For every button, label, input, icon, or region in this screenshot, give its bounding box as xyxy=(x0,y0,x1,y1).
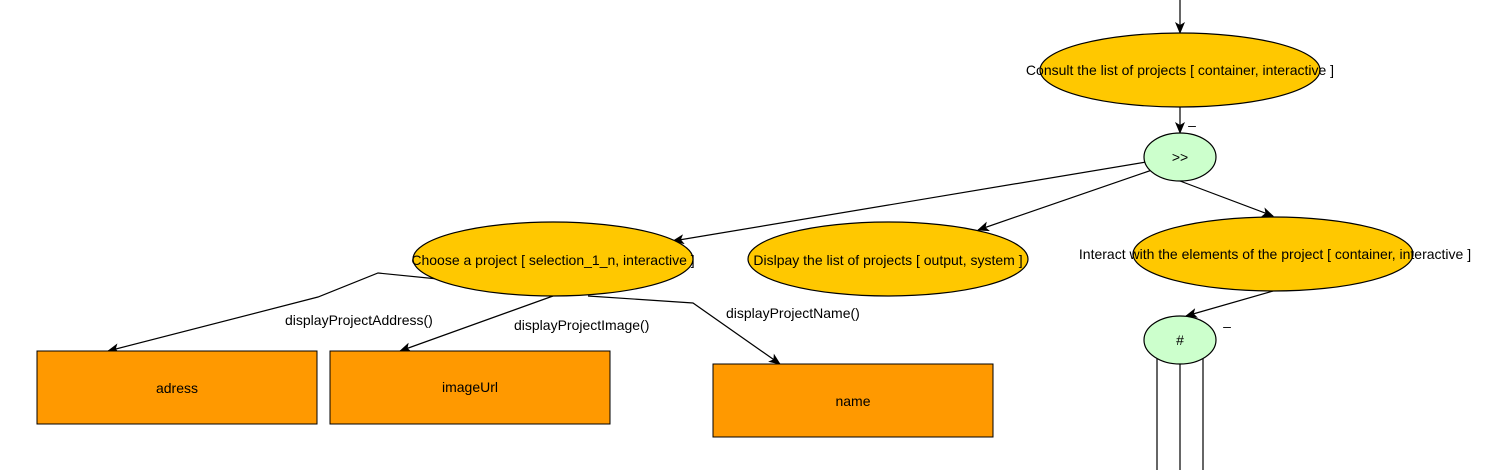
operator-symbol: # xyxy=(1176,332,1184,348)
operator-ellipse xyxy=(1143,315,1217,365)
attribute-box xyxy=(36,350,318,425)
operator-marker: – xyxy=(1188,117,1196,133)
attribute-image-url[interactable]: imageUrl xyxy=(329,350,611,425)
edges xyxy=(107,0,1274,470)
task-label: Interact with the elements of the projec… xyxy=(1079,246,1471,262)
attribute-label: name xyxy=(835,393,870,409)
operator-symbol: >> xyxy=(1172,149,1188,165)
edge-interact-parallel xyxy=(1185,290,1274,318)
attribute-label: adress xyxy=(156,380,198,396)
task-ellipse xyxy=(412,221,694,297)
attribute-label: imageUrl xyxy=(442,379,498,395)
operator-parallel[interactable]: # – xyxy=(1143,315,1231,365)
edge-labels: displayProjectAddress() displayProjectIm… xyxy=(285,305,860,333)
edge-sequence-interact xyxy=(1179,180,1274,217)
edge-sequence-choose xyxy=(672,161,1147,245)
edge-label-image: displayProjectImage() xyxy=(514,317,649,333)
task-label: Dislpay the list of projects [ output, s… xyxy=(753,252,1022,268)
task-label: Choose a project [ selection_1_n, intera… xyxy=(411,252,694,268)
edge-choose-name xyxy=(587,295,781,365)
task-consult-list[interactable]: Consult the list of projects [ container… xyxy=(1026,32,1334,108)
task-label: Consult the list of projects [ container… xyxy=(1026,62,1334,78)
edge-choose-imageurl xyxy=(399,295,554,352)
edge-sequence-display xyxy=(977,169,1153,232)
attribute-name[interactable]: name xyxy=(712,363,994,438)
edge-choose-adress xyxy=(107,272,439,354)
operator-ellipse xyxy=(1143,132,1217,182)
attribute-box xyxy=(329,350,611,425)
attribute-adress[interactable]: adress xyxy=(36,350,318,425)
operator-marker: – xyxy=(1223,318,1231,334)
task-ellipse xyxy=(1039,32,1321,108)
task-ellipse xyxy=(1132,216,1414,292)
task-display-list[interactable]: Dislpay the list of projects [ output, s… xyxy=(747,221,1029,297)
edge-label-name: displayProjectName() xyxy=(726,305,860,321)
task-ellipse xyxy=(747,221,1029,297)
edge-label-address: displayProjectAddress() xyxy=(285,312,433,328)
task-interact-elements[interactable]: Interact with the elements of the projec… xyxy=(1079,216,1471,292)
task-choose-project[interactable]: Choose a project [ selection_1_n, intera… xyxy=(411,221,695,297)
attribute-box xyxy=(712,363,994,438)
operator-sequence[interactable]: >> – xyxy=(1143,117,1217,182)
